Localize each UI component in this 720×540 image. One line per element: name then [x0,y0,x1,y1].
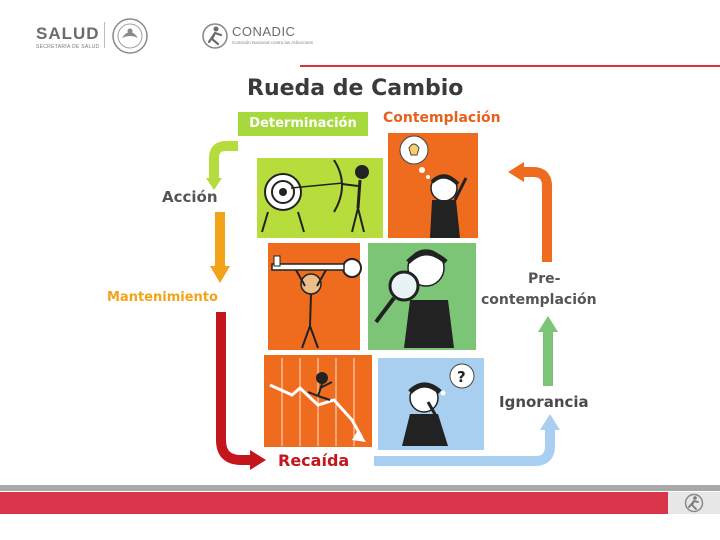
arrow-head-contemplacion [508,162,524,182]
arrow-head-ignorancia [540,414,560,430]
arrow-head-mantenimiento [210,266,230,283]
tile-ignorancia-question: ? [378,358,484,450]
stage-label-precontemplacion-line1: Pre- [528,271,561,287]
header-divider [104,22,105,48]
tile-mantenimiento-key [268,243,362,350]
conadic-logo-text: CONADIC [232,24,296,39]
arrow-determinacion-to-accion [209,141,238,182]
stage-label-mantenimiento: Mantenimiento [107,290,218,305]
footer-red-band [0,492,720,514]
stage-label-precontemplacion-line2: contemplación [481,292,597,308]
stage-label-determinacion: Determinación [238,112,368,136]
tile-contemplacion-thinker [388,133,478,238]
arrow-mantenimiento-to-recaida [216,312,252,465]
salud-eagle-seal-icon [112,18,148,54]
tile-accion-archer [257,158,383,238]
stage-label-accion: Acción [162,188,218,206]
arrow-recaida-to-ignorancia [374,428,555,466]
arrow-head-accion [206,178,222,190]
stage-label-ignorancia: Ignorancia [499,393,589,411]
salud-logo-text: SALUD [36,24,100,43]
diagram-title: Rueda de Cambio [247,76,464,101]
arrow-precontemplacion-to-contemplacion [522,167,552,262]
arrow-head-precontemplacion [538,316,558,332]
svg-text:?: ? [457,368,466,386]
footer-gray-band [0,485,720,491]
tile-precontemplacion-magnifier [368,243,476,350]
arrow-head-recaida [250,450,266,470]
tile-recaida-falling [264,355,372,447]
stage-label-recaida: Recaída [278,451,350,470]
footer-logo-icon [684,493,704,513]
salud-subtitle: SECRETARÍA DE SALUD [36,44,100,50]
stage-label-contemplacion: Contemplación [383,110,501,126]
header-red-rule [300,65,720,67]
conadic-subtitle: Comisión Nacional contra las Adicciones [232,40,314,45]
conadic-logo-icon [202,23,228,49]
